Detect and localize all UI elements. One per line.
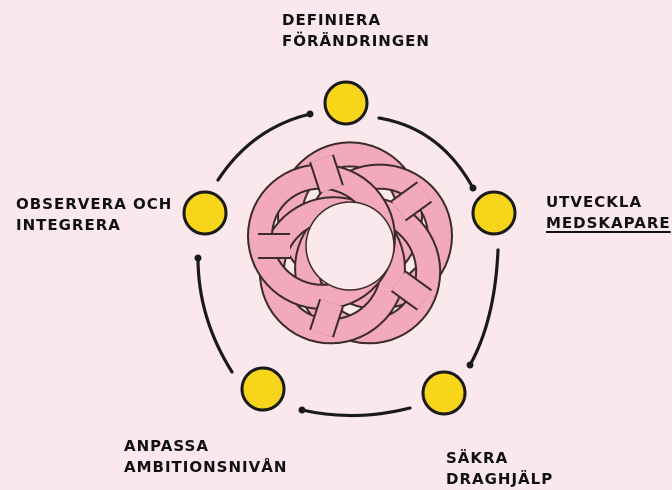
step-label-line: MEDSKAPARE (546, 213, 671, 234)
step-label-line: OBSERVERA OCH (16, 194, 172, 215)
knot-weave (399, 192, 425, 211)
step-label-develop-cocreators: UTVECKLA MEDSKAPARE (546, 192, 671, 234)
arc-endpoint-dot (299, 407, 306, 414)
cycle-arc (198, 258, 232, 372)
cycle-arc (302, 408, 410, 416)
step-label-line: AMBITIONSNIVÅN (124, 457, 287, 478)
arc-endpoint-dot (307, 111, 314, 118)
knot-weave (399, 281, 425, 300)
step-label-line: SÄKRA (446, 448, 553, 469)
step-label-observe-integrate: OBSERVERA OCH INTEGRERA (16, 194, 172, 236)
arc-endpoint-dot (195, 255, 202, 262)
step-label-define-change: DEFINIERA FÖRÄNDRINGEN (282, 10, 430, 52)
node-adjust-ambition (242, 368, 284, 410)
step-label-secure-support: SÄKRA DRAGHJÄLP (446, 448, 553, 490)
knot-weave (322, 303, 332, 333)
step-label-adjust-ambition: ANPASSA AMBITIONSNIVÅN (124, 436, 287, 478)
node-define-change (325, 82, 367, 124)
cycle-arc (470, 250, 498, 365)
node-secure-support (423, 372, 465, 414)
knot-center-hole (306, 202, 394, 290)
knot-weave (322, 159, 332, 189)
step-label-line: DEFINIERA (282, 10, 430, 31)
node-observe-integrate (184, 192, 226, 234)
step-label-line: INTEGRERA (16, 215, 172, 236)
arc-endpoint-dot (470, 185, 477, 192)
step-label-line: ANPASSA (124, 436, 287, 457)
arc-endpoint-dot (467, 362, 474, 369)
step-label-line: UTVECKLA (546, 192, 671, 213)
step-label-line: DRAGHJÄLP (446, 469, 553, 490)
central-knot-ribbon (258, 154, 440, 333)
node-develop-cocreators (473, 192, 515, 234)
step-label-line: FÖRÄNDRINGEN (282, 31, 430, 52)
